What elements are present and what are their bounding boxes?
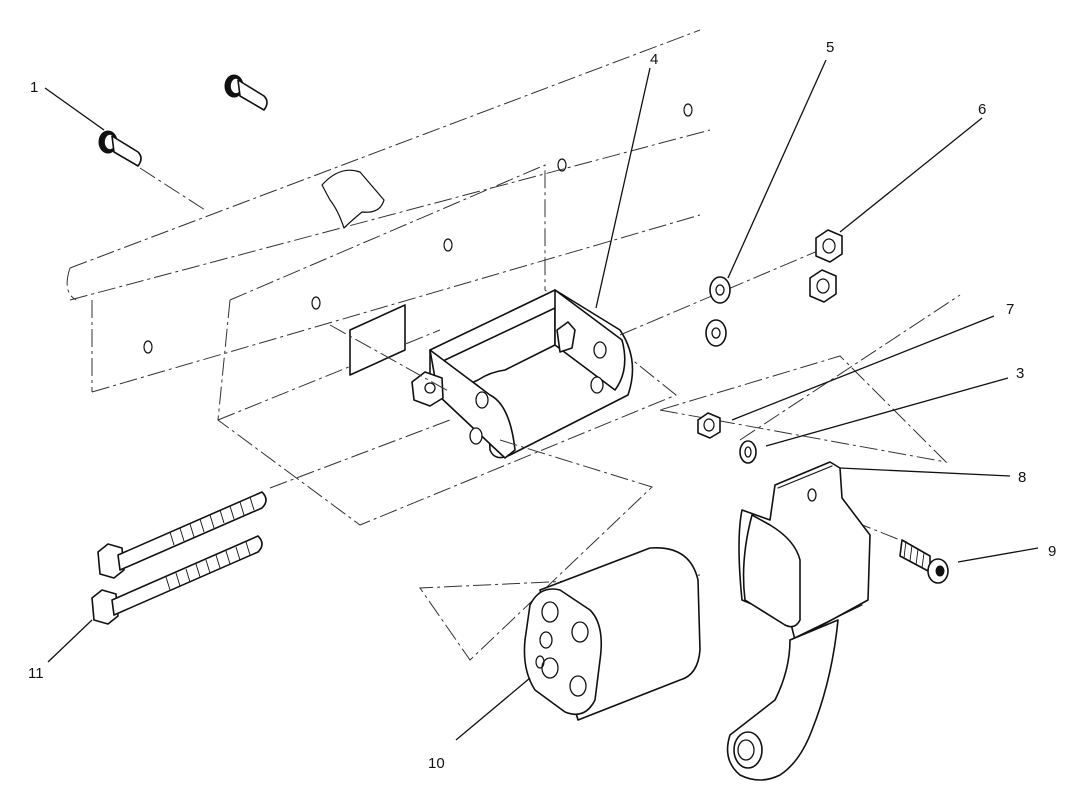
callout-11: 11 [28,665,44,682]
mounting-plate [217,164,677,526]
nut-part-6 [809,229,843,303]
callout-5: 5 [826,39,834,56]
washer-part-5 [705,276,731,347]
callout-10: 10 [428,755,445,772]
bolt-part-11 [97,491,267,579]
cap-screw-part-9 [899,539,949,584]
callout-6: 6 [978,101,986,118]
bracket-part-4 [349,289,634,459]
nut-part-7 [697,412,721,439]
callout-1: 1 [30,79,38,96]
flange-bolt-part-1 [98,130,142,167]
frame-rail [66,29,711,393]
flange-bolt-part-1-second [224,74,268,111]
callout-3: 3 [1016,365,1024,382]
washer-part-3 [739,440,757,464]
callout-9: 9 [1048,543,1056,560]
callout-7: 7 [1006,301,1014,318]
isolator-part-10 [523,547,701,721]
bolt-part-11-second [91,535,263,625]
callout-4: 4 [650,51,658,68]
leader-lines [44,59,1039,741]
mount-arm-part-8 [726,461,871,781]
callout-labels: 1 3 4 5 6 7 8 9 10 11 [28,39,1056,772]
callout-8: 8 [1018,469,1026,486]
